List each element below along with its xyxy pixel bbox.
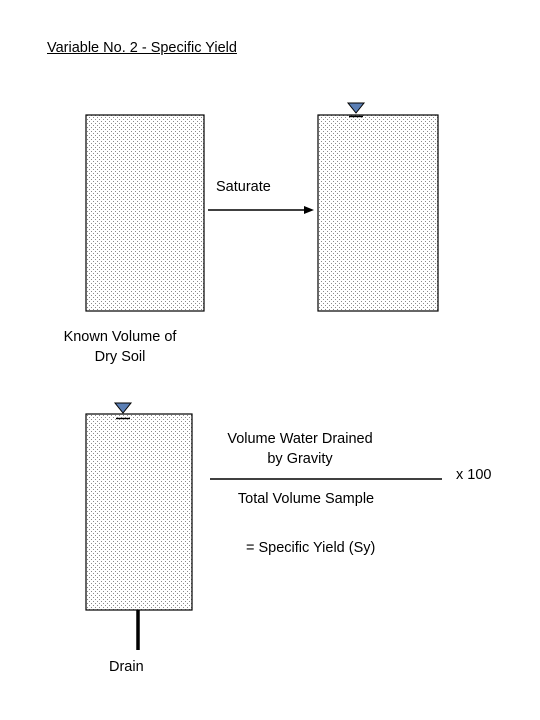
water-table-marker-icon — [113, 402, 133, 420]
multiplier-label: x 100 — [456, 467, 492, 483]
dry-soil-label-line1: Known Volume of — [63, 329, 177, 345]
saturate-label: Saturate — [216, 179, 271, 195]
numerator-line2: by Gravity — [267, 451, 333, 467]
drained-soil-box — [85, 413, 193, 611]
dry-soil-box — [85, 114, 205, 312]
numerator-line1: Volume Water Drained — [227, 431, 373, 447]
dry-soil-label-line2: Dry Soil — [94, 349, 146, 365]
drain-label: Drain — [109, 659, 144, 675]
water-table-marker-icon — [346, 102, 366, 118]
result-label: = Specific Yield (Sy) — [246, 540, 376, 556]
dry-soil-label: Known Volume of Dry Soil — [40, 327, 200, 367]
page-title: Variable No. 2 - Specific Yield — [47, 40, 237, 56]
fraction-numerator: Volume Water Drained by Gravity — [200, 429, 400, 469]
fraction-denominator: Total Volume Sample — [237, 491, 375, 507]
saturate-arrow — [208, 206, 314, 214]
saturated-soil-box — [317, 114, 439, 312]
